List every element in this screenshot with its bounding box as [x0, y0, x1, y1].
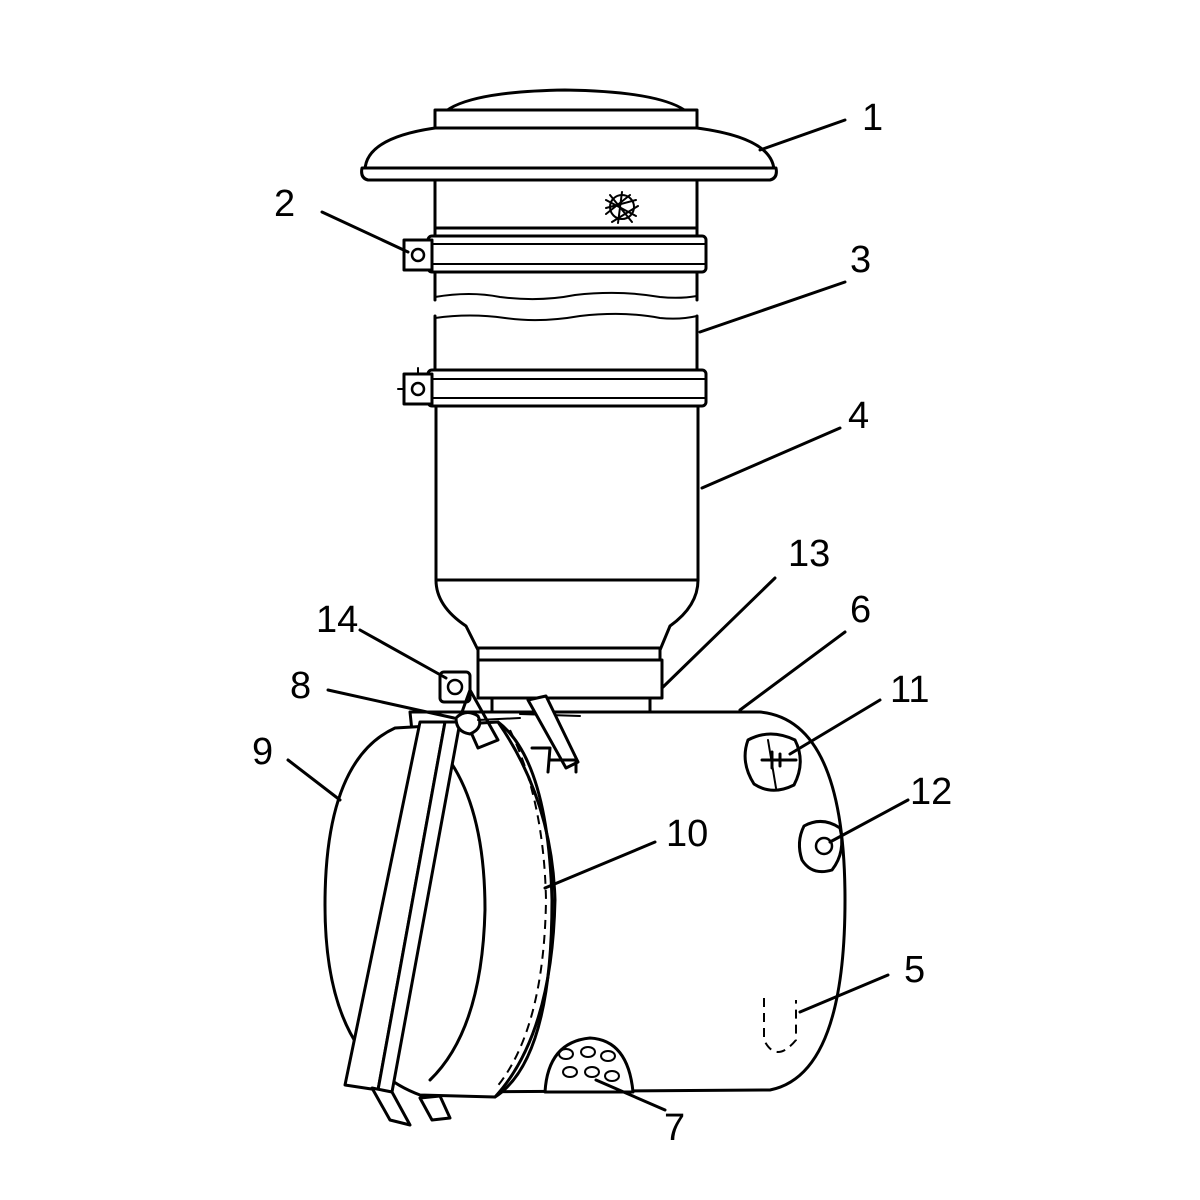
callout-13: 13: [788, 533, 830, 575]
pivot-bolt: [438, 670, 500, 750]
leader-13: [660, 576, 777, 690]
callout-7: 7: [664, 1107, 685, 1149]
callout-4: 4: [848, 395, 869, 437]
rain-cap: [360, 88, 778, 182]
lower-clamp: [397, 367, 708, 408]
callout-8: 8: [290, 665, 311, 707]
callout-3: 3: [850, 239, 871, 281]
leader-14: [358, 628, 448, 680]
latch-hook: [526, 694, 580, 774]
leader-1: [758, 118, 847, 152]
leader-10: [543, 840, 657, 890]
inlet-tube: [433, 178, 699, 377]
callout-5: 5: [904, 949, 925, 991]
leader-12: [828, 798, 910, 844]
callout-10: 10: [666, 813, 708, 855]
mounting-slot: [763, 998, 797, 1053]
leader-lines: [286, 118, 910, 1112]
leader-6: [738, 630, 847, 712]
plug: [797, 820, 844, 874]
upper-clamp: [402, 234, 708, 274]
leader-2: [320, 210, 410, 254]
retaining-strap: [343, 720, 462, 1127]
dust-outlet: [543, 1036, 635, 1094]
callout-labels: 1 2 3 4 5 6 7 8 9 10 11 12 13 14: [252, 97, 952, 1149]
leader-3: [698, 280, 847, 334]
callout-1: 1: [862, 97, 883, 139]
leader-8: [326, 688, 456, 720]
leader-5: [798, 973, 890, 1014]
leader-4: [700, 426, 842, 490]
callout-2: 2: [274, 183, 295, 225]
pre-cleaner-body: [434, 404, 700, 652]
callout-12: 12: [910, 771, 952, 813]
callout-9: 9: [252, 731, 273, 773]
leader-11: [788, 698, 882, 756]
callout-6: 6: [850, 589, 871, 631]
outlet-collar: [476, 646, 664, 714]
leader-9: [286, 758, 342, 802]
callout-14: 14: [316, 599, 358, 641]
restriction-fitting: [743, 732, 802, 792]
cover-band: [493, 720, 557, 1099]
leader-7: [594, 1078, 667, 1112]
screen-mesh-icon: [605, 191, 639, 224]
callout-11: 11: [890, 669, 929, 711]
